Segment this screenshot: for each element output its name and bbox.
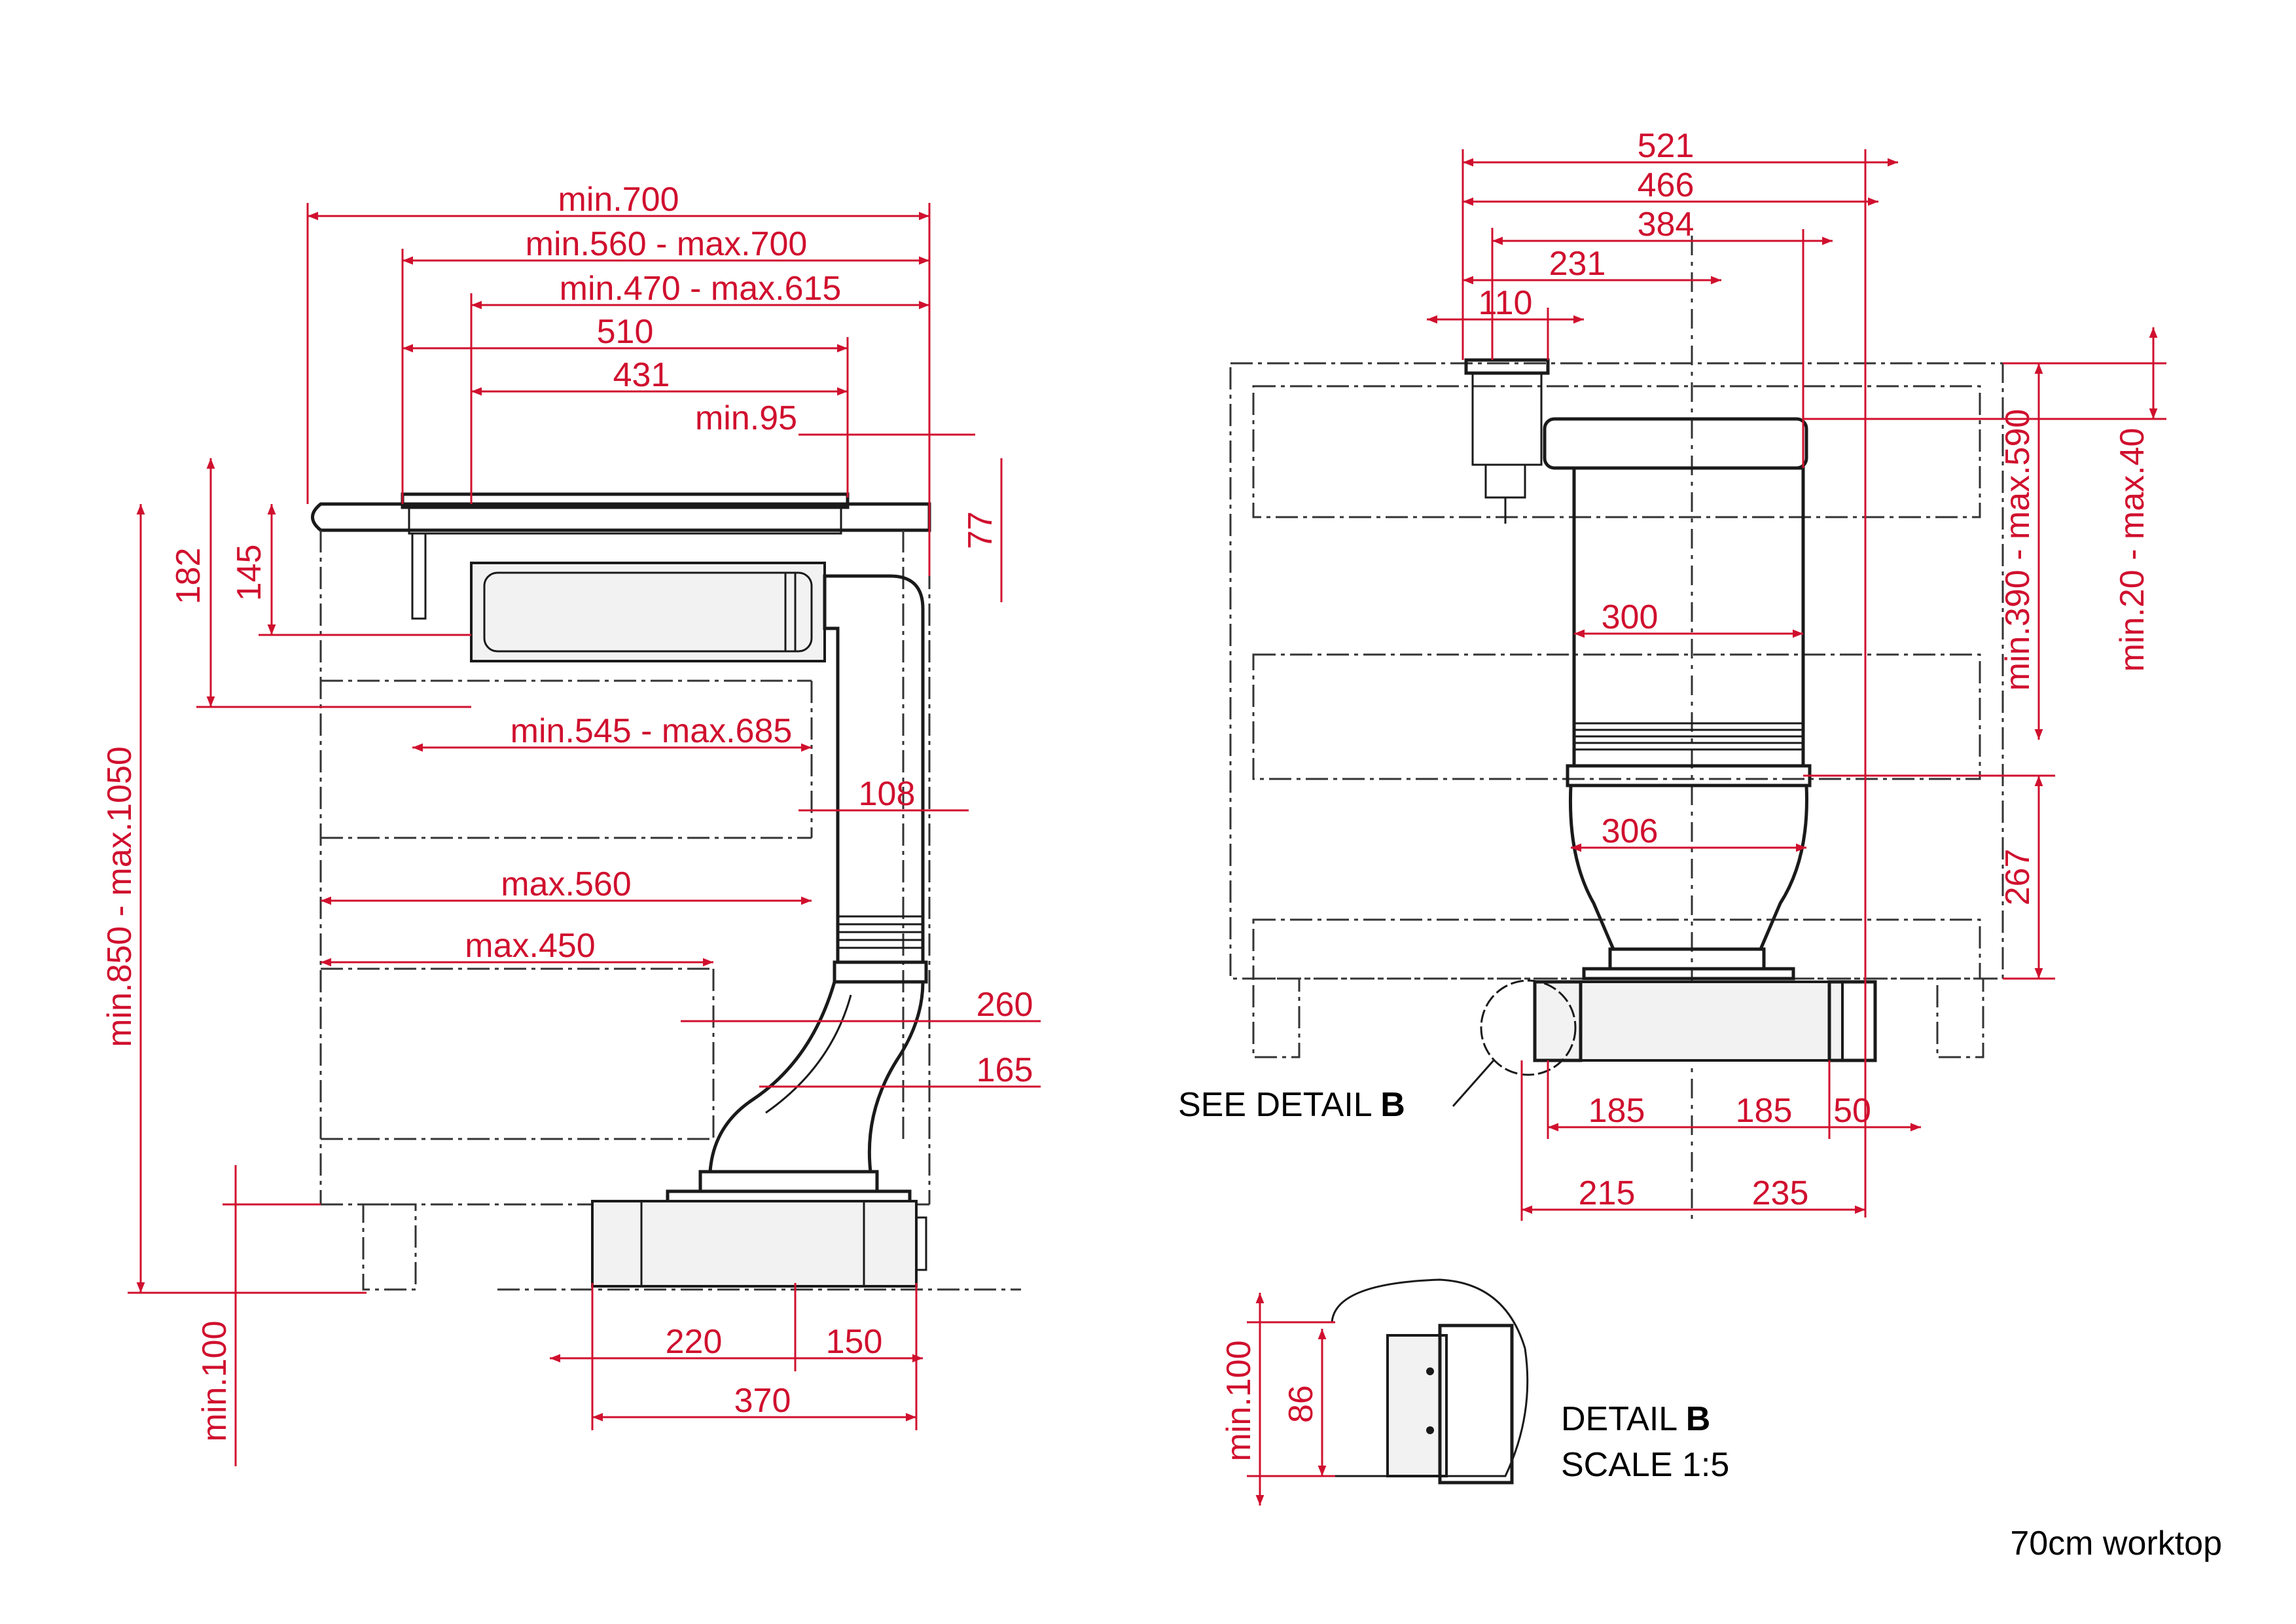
- dim-215: 215: [1579, 1174, 1636, 1212]
- dim-50: 50: [1833, 1092, 1871, 1130]
- extractor-fan-housing: [470, 562, 826, 662]
- dim-150: 150: [826, 1323, 883, 1361]
- dim-466: 466: [1638, 166, 1695, 204]
- dim-521: 521: [1638, 127, 1695, 165]
- dim-145: 145: [230, 545, 268, 602]
- hob-body: [408, 506, 842, 535]
- dim-370: 370: [734, 1382, 791, 1420]
- detail-b-scale: SCALE 1:5: [1561, 1446, 1729, 1484]
- dim-182: 182: [170, 548, 207, 605]
- dim-185-left: 185: [1588, 1092, 1645, 1130]
- dim-min-700: min.700: [558, 181, 679, 219]
- detail-b: min.100 86 DETAIL B SCALE 1:5: [1220, 1278, 1729, 1506]
- dim-384: 384: [1638, 206, 1695, 244]
- dim-110: 110: [1479, 284, 1533, 322]
- detail-b-title: DETAIL B: [1561, 1400, 1710, 1438]
- dim-77: 77: [961, 511, 999, 549]
- dim-min-470-max-615: min.470 - max.615: [560, 270, 842, 308]
- dim-min-560-max-700: min.560 - max.700: [526, 225, 808, 263]
- dim-260: 260: [977, 986, 1033, 1024]
- dim-max-450: max.450: [465, 927, 595, 965]
- worktop-caption: 70cm worktop: [2010, 1525, 2222, 1562]
- dim-306: 306: [1602, 812, 1659, 850]
- dim-267: 267: [1999, 849, 2037, 906]
- dim-220: 220: [666, 1323, 723, 1361]
- dim-min-100: min.100: [196, 1321, 234, 1442]
- dim-185-right: 185: [1736, 1092, 1793, 1130]
- funnel-reducer: [1568, 784, 1808, 951]
- dim-165: 165: [977, 1051, 1033, 1089]
- dim-min-850-max-1050: min.850 - max.1050: [101, 746, 139, 1047]
- dim-min-20-max-40: min.20 - max.40: [2113, 428, 2151, 672]
- hob-bracket: [411, 532, 427, 620]
- dim-min-545-max-685: min.545 - max.685: [511, 712, 793, 750]
- worktop: [311, 502, 931, 532]
- dim-235: 235: [1752, 1174, 1809, 1212]
- dim-510: 510: [597, 313, 654, 351]
- dim-detail-86: 86: [1282, 1385, 1320, 1423]
- dim-min-95: min.95: [695, 399, 797, 437]
- dim-min-390-max-590: min.390 - max.590: [1999, 409, 2037, 691]
- dim-max-560: max.560: [501, 865, 631, 903]
- dim-431: 431: [613, 356, 670, 394]
- flex-duct: [708, 981, 925, 1174]
- dim-300: 300: [1602, 598, 1659, 636]
- plinth-motor: [591, 1200, 918, 1288]
- side-view: min.700 min.560 - max.700 min.470 - max.…: [101, 181, 1041, 1466]
- dim-108: 108: [859, 775, 916, 813]
- plinth-motor-front: [1534, 981, 1844, 1062]
- dim-detail-min-100: min.100: [1220, 1341, 1258, 1462]
- front-view: 521 466 384 231 110 300 306 185 185 50 2…: [1178, 127, 2166, 1224]
- duct-elbow: [823, 574, 925, 964]
- see-detail-label: SEE DETAIL B: [1178, 1086, 1405, 1124]
- dim-231: 231: [1549, 245, 1606, 283]
